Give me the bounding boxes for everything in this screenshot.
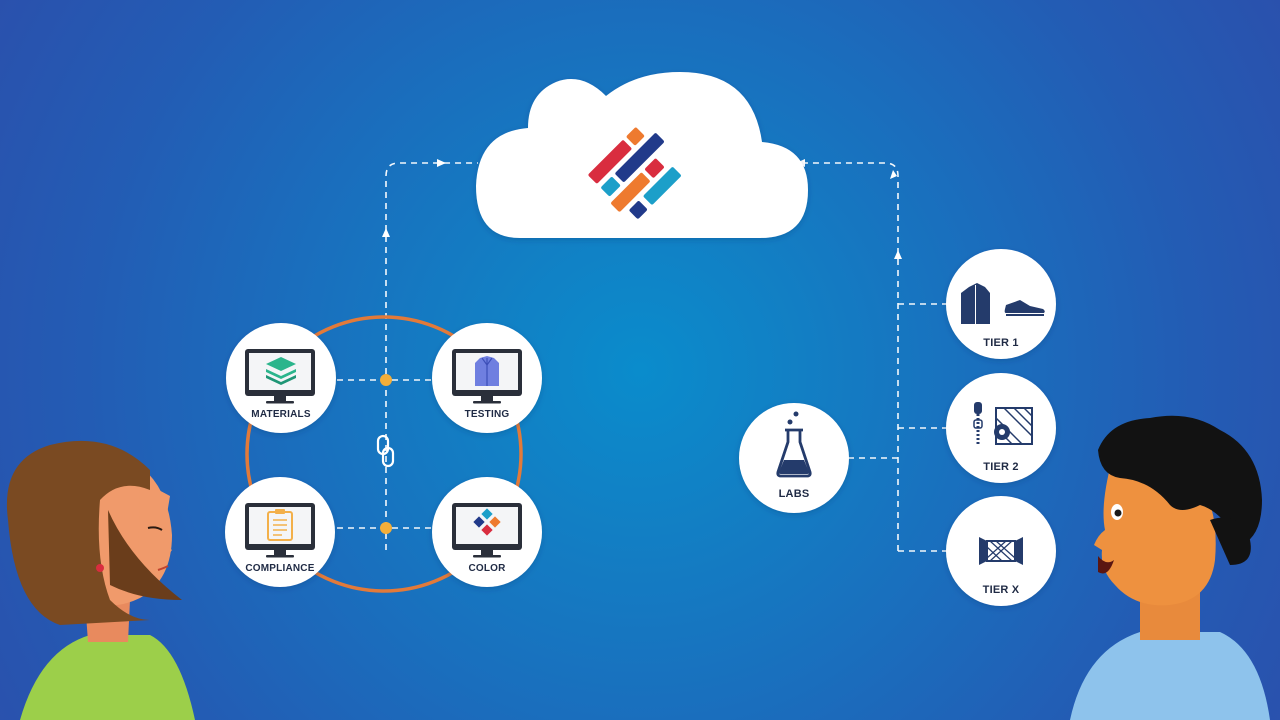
testing-label: TESTING — [465, 409, 510, 420]
tier1-label: TIER 1 — [983, 337, 1018, 349]
ring-dot-top — [380, 374, 392, 386]
node-color[interactable]: COLOR — [432, 477, 542, 587]
labs-label: LABS — [779, 488, 810, 500]
right-uplink-line — [800, 162, 899, 551]
clipboard-icon — [267, 509, 293, 541]
man-character — [1070, 415, 1270, 720]
arrow-right-up — [894, 250, 902, 259]
color-label: COLOR — [468, 563, 506, 574]
platform-ring — [245, 315, 523, 593]
jacket-icon — [475, 356, 499, 386]
zipper-and-fabric-roll-icon — [973, 402, 1033, 445]
node-labs[interactable]: LABS — [739, 403, 849, 513]
ring-dot-bottom — [380, 522, 392, 534]
flask-icon — [776, 411, 812, 478]
woman-character — [6, 440, 195, 720]
node-testing[interactable]: TESTING — [432, 323, 542, 433]
layers-icon — [266, 357, 296, 385]
left-uplink-line — [385, 162, 478, 550]
woven-logo-icon — [588, 127, 681, 219]
node-materials[interactable]: MATERIALS — [226, 323, 336, 433]
tierx-label: TIER X — [983, 584, 1020, 596]
arrow-left-top — [437, 159, 446, 167]
compliance-label: COMPLIANCE — [245, 563, 314, 574]
chain-link-icon — [376, 434, 395, 468]
node-tier1[interactable]: TIER 1 — [946, 249, 1056, 359]
arrow-left-up — [382, 228, 390, 237]
yarn-spool-icon — [979, 537, 1023, 565]
arrow-right-corner — [890, 170, 897, 179]
materials-label: MATERIALS — [251, 409, 311, 420]
node-tier2[interactable]: TIER 2 — [946, 373, 1056, 483]
color-diamonds-icon — [473, 508, 501, 536]
node-compliance[interactable]: COMPLIANCE — [225, 477, 335, 587]
tier2-label: TIER 2 — [983, 461, 1018, 473]
node-tierx[interactable]: TIER X — [946, 496, 1056, 606]
jacket-and-shoe-icon — [961, 283, 1045, 324]
